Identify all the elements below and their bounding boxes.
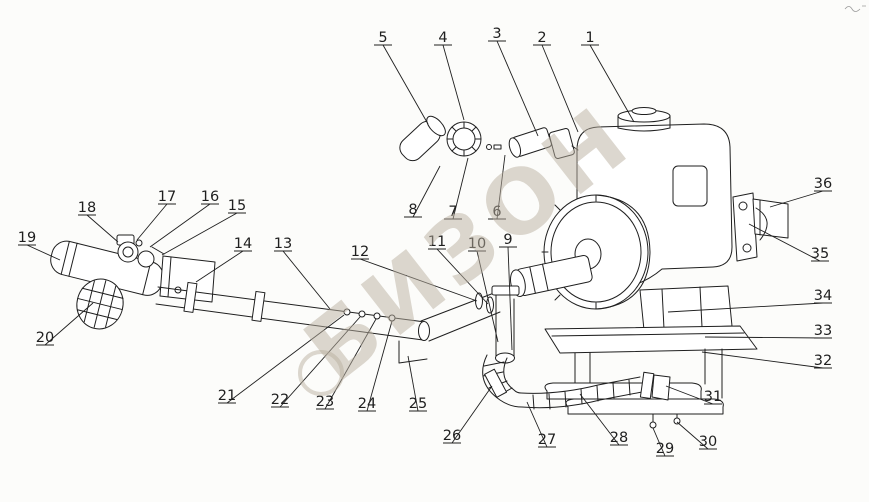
leader-line-1: [589, 44, 635, 123]
callout-36: 36: [814, 176, 832, 192]
leader-lines: [18, 40, 832, 457]
callout-7: 7: [448, 204, 457, 220]
callout-11: 11: [428, 234, 446, 250]
leader-line-12: [359, 258, 478, 302]
part-frame: [544, 325, 758, 403]
part-middle-elbow: [420, 285, 520, 364]
callout-10: 10: [468, 236, 486, 252]
callout-26: 26: [443, 428, 461, 444]
leader-line-2: [541, 44, 579, 133]
callout-27: 27: [538, 432, 556, 448]
part-flange-bracket: [159, 255, 216, 303]
part-bracket: [732, 192, 789, 262]
part-pump-cover: [541, 194, 651, 310]
leader-line-26: [451, 385, 493, 444]
leader-line-27: [526, 401, 548, 448]
leader-line-24: [366, 320, 393, 412]
leader-line-4: [442, 44, 465, 121]
leader-line-31: [665, 385, 714, 405]
callout-18: 18: [78, 200, 96, 216]
callout-20: 20: [36, 330, 54, 346]
callout-29: 29: [656, 441, 674, 457]
callout-8: 8: [408, 202, 417, 218]
leader-line-32: [701, 351, 824, 369]
callout-2: 2: [537, 30, 546, 46]
leader-line-17: [136, 203, 168, 241]
callout-25: 25: [409, 396, 427, 412]
part-inlet-elbow: [50, 240, 164, 330]
leader-line-13: [282, 250, 331, 310]
callout-30: 30: [699, 434, 717, 450]
leader-line-16: [149, 203, 211, 248]
part-carb-assembly: [399, 115, 579, 162]
corner-mark-icon: [844, 5, 866, 12]
callout-14: 14: [234, 236, 252, 252]
callout-22: 22: [271, 392, 289, 408]
callout-1: 1: [585, 30, 594, 46]
part-elbow-hose: [482, 354, 523, 408]
callout-17: 17: [158, 189, 176, 205]
leader-line-21: [226, 314, 345, 404]
callout-15: 15: [228, 198, 246, 214]
leader-line-6: [496, 154, 506, 220]
leader-line-33: [704, 336, 824, 339]
callout-28: 28: [610, 430, 628, 446]
leader-line-15: [161, 212, 238, 256]
callout-9: 9: [503, 232, 512, 248]
callout-4: 4: [438, 30, 447, 46]
leader-line-29: [652, 427, 666, 457]
callout-3: 3: [492, 26, 501, 42]
part-mount-plate: [639, 285, 733, 331]
leader-line-3: [496, 40, 539, 137]
callout-24: 24: [358, 396, 376, 412]
callout-31: 31: [704, 389, 722, 405]
callout-23: 23: [316, 394, 334, 410]
callout-34: 34: [814, 288, 832, 304]
callout-21: 21: [218, 388, 236, 404]
callout-12: 12: [351, 244, 369, 260]
leader-line-22: [279, 316, 361, 408]
leader-line-28: [579, 393, 620, 446]
part-valve-cluster: [116, 234, 165, 268]
leader-line-11: [436, 248, 489, 305]
callout-32: 32: [814, 353, 832, 369]
leader-line-5: [382, 44, 429, 125]
callout-6: 6: [492, 204, 501, 220]
part-suction-pipe: [155, 281, 430, 364]
leader-line-18: [86, 214, 119, 243]
callout-19: 19: [18, 230, 36, 246]
leader-line-34: [667, 302, 824, 313]
part-discharge-hose: [520, 371, 671, 410]
callout-33: 33: [814, 323, 832, 339]
leader-line-9: [507, 246, 513, 351]
machinery-drawing: [50, 107, 789, 429]
leader-line-25: [407, 355, 419, 412]
callout-35: 35: [811, 246, 829, 262]
callout-16: 16: [201, 189, 219, 205]
callout-5: 5: [378, 30, 387, 46]
leader-line-20: [44, 302, 94, 346]
leader-line-35: [748, 223, 821, 262]
part-bearing-housing: [510, 255, 593, 297]
leader-line-10: [476, 250, 499, 343]
leader-line-14: [195, 250, 244, 283]
leader-line-8: [412, 165, 441, 218]
leader-line-30: [676, 421, 709, 450]
leader-line-19: [26, 244, 61, 261]
callout-13: 13: [274, 236, 292, 252]
leader-line-36: [769, 190, 824, 208]
leader-line-7: [452, 157, 469, 220]
